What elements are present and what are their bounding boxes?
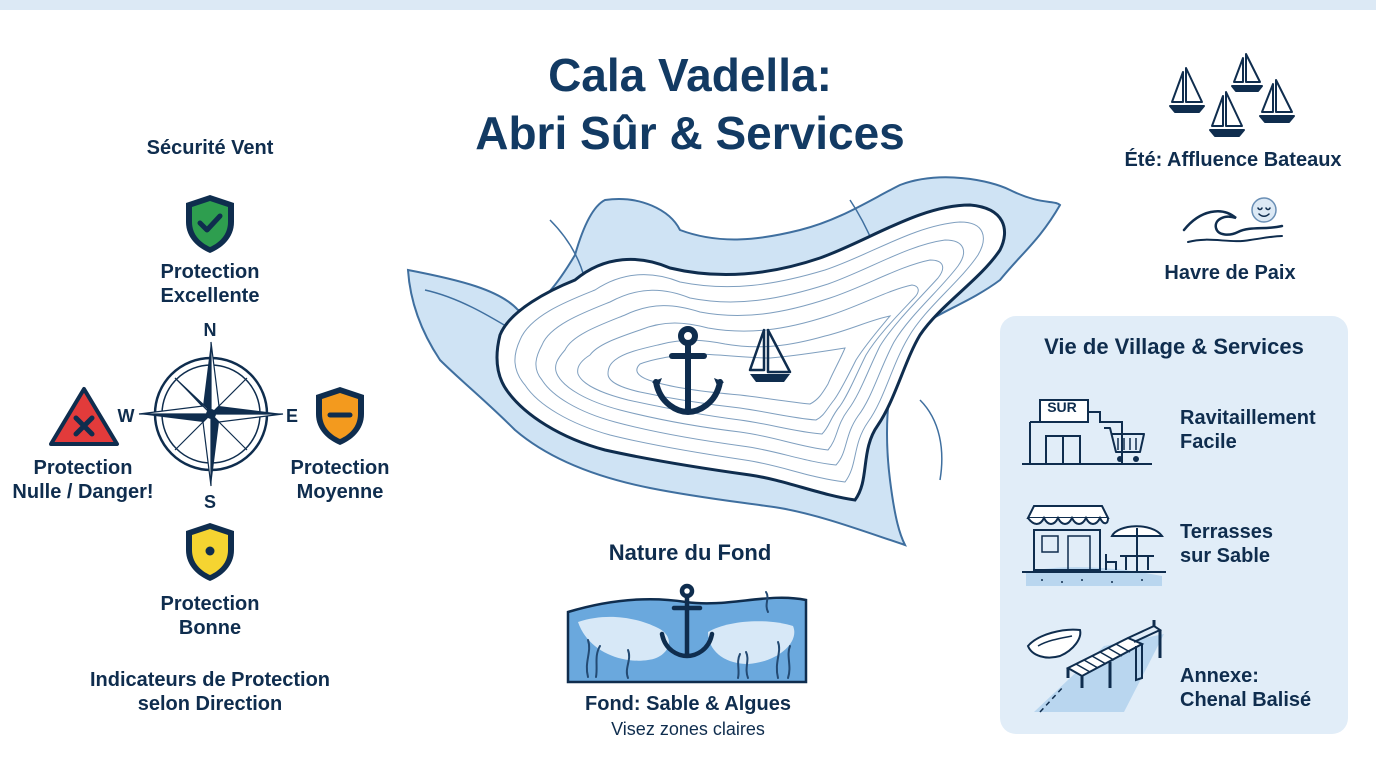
dinghy-channel-label: Annexe: Chenal Balisé — [1180, 664, 1340, 712]
anchor-icon — [653, 326, 723, 416]
protection-indicators-caption: Indicateurs de Protection selon Directio… — [60, 668, 360, 716]
dot-shield-icon — [186, 523, 234, 581]
north-label-line-2: Excellente — [160, 285, 260, 307]
seabed-advice-label: Visez zones claires — [611, 719, 765, 739]
village-heading: Vie de Village & Services — [1044, 334, 1304, 359]
south-protection-label: Protection Bonne — [120, 592, 300, 640]
caption-line-2: selon Direction — [137, 693, 283, 715]
north-label-line-1: Protection — [160, 261, 260, 283]
terraces-line-1: Terrasses — [1180, 521, 1274, 543]
compass-west-letter: W — [117, 406, 135, 426]
page-title: Cala Vadella: Abri Sûr & Services — [380, 46, 1000, 162]
sailboats-fleet-icon — [1169, 53, 1295, 137]
check-shield-icon — [186, 195, 234, 253]
village-services-panel — [1000, 316, 1348, 734]
west-protection-label: Protection Nulle / Danger! — [0, 456, 166, 504]
sailboat-icon — [748, 328, 792, 382]
dinghy-line-1: Annexe: — [1180, 665, 1259, 687]
calm-wave-icon — [1182, 197, 1284, 243]
compass-north-letter: N — [203, 320, 217, 340]
west-label-line-1: Protection — [33, 457, 133, 479]
top-band — [0, 0, 1376, 10]
haven-label: Havre de Paix — [1164, 262, 1296, 284]
minus-shield-icon — [316, 387, 364, 445]
north-protection-label: Protection Excellente — [120, 260, 300, 308]
seabed-illustration — [566, 583, 808, 684]
caption-line-1: Indicateurs de Protection — [89, 669, 331, 691]
beach-terrace-icon — [1022, 505, 1166, 586]
seabed-type-label: Fond: Sable & Algues — [585, 693, 791, 715]
compass-south-letter: S — [203, 492, 216, 512]
seabed-heading: Nature du Fond — [608, 540, 772, 565]
title-line-2: Abri Sûr & Services — [475, 107, 905, 159]
title-line-1: Cala Vadella: — [548, 49, 832, 101]
compass-rose-icon — [138, 341, 284, 487]
wind-safety-heading: Sécurité Vent — [146, 137, 274, 159]
east-label-line-1: Protection — [290, 457, 390, 479]
south-label-line-1: Protection — [160, 593, 260, 615]
east-label-line-2: Moyenne — [296, 481, 384, 503]
supermarket-icon — [1022, 399, 1152, 465]
x-warning-triangle-icon — [49, 387, 119, 446]
south-label-line-2: Bonne — [178, 617, 242, 639]
dinghy-pontoon-icon — [1026, 620, 1164, 713]
resupply-label: Ravitaillement Facile — [1180, 406, 1340, 454]
resupply-line-2: Facile — [1180, 431, 1237, 453]
terraces-label: Terrasses sur Sable — [1180, 520, 1340, 568]
shop-sign: SUR — [1047, 399, 1077, 415]
terraces-line-2: sur Sable — [1180, 545, 1271, 567]
west-label-line-2: Nulle / Danger! — [12, 481, 154, 503]
cove-bathymetry-map — [406, 176, 1062, 547]
resupply-line-1: Ravitaillement — [1180, 407, 1316, 429]
dinghy-line-2: Chenal Balisé — [1180, 689, 1312, 711]
compass-east-letter: E — [285, 406, 298, 426]
east-protection-label: Protection Moyenne — [270, 456, 410, 504]
summer-affluence-label: Été: Affluence Bateaux — [1124, 149, 1342, 171]
